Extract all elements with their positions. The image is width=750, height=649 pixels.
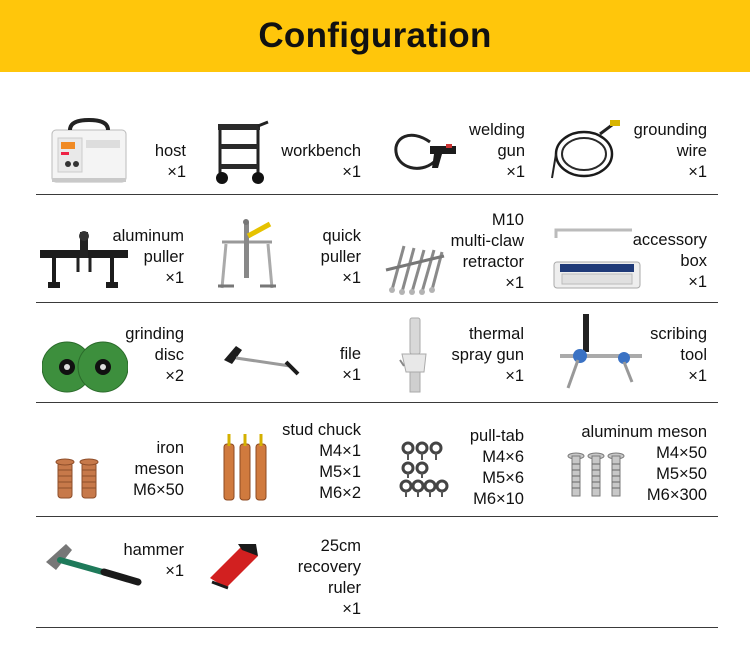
scribing-tool-icon [556, 312, 646, 396]
row-divider [36, 402, 718, 403]
item-label-multi-claw-retractor: M10 multi-claw retractor ×1 [450, 211, 524, 292]
welder-host-icon [48, 118, 130, 186]
item-label-grounding-wire: grounding wire ×1 [633, 121, 707, 181]
item-label-aluminum-meson: aluminum meson M4×50 M5×50 M6×300 [581, 423, 707, 504]
accessory-box-icon [552, 226, 642, 292]
page-title: Configuration [258, 16, 492, 55]
item-label-file: file ×1 [339, 345, 361, 384]
item-label-workbench: workbench ×1 [281, 142, 361, 181]
pull-tab-icon [398, 440, 450, 498]
multi-claw-retractor-icon [384, 232, 446, 296]
welding-gun-icon [390, 124, 464, 180]
thermal-spray-gun-icon [396, 316, 432, 396]
row-divider [36, 627, 718, 628]
iron-meson-icon [52, 456, 106, 502]
item-label-iron-meson: iron meson M6×50 [133, 439, 184, 499]
aluminum-meson-icon [566, 450, 628, 500]
file-icon [220, 340, 300, 380]
item-label-quick-puller: quick puller ×1 [320, 227, 361, 287]
item-label-recovery-ruler: 25cm recovery ruler ×1 [297, 537, 361, 618]
item-label-thermal-spray-gun: thermal spray gun ×1 [451, 325, 524, 385]
aluminum-puller-icon [38, 228, 130, 296]
item-label-grinding-disc: grinding disc ×2 [125, 325, 184, 385]
recovery-ruler-icon [206, 540, 262, 590]
hammer-icon [44, 540, 144, 594]
grounding-wire-icon [550, 118, 622, 186]
workbench-cart-icon [212, 120, 274, 186]
row-divider [36, 302, 718, 303]
stud-chuck-icon [220, 432, 270, 504]
row-divider [36, 194, 718, 195]
item-label-welding-gun: welding gun ×1 [469, 121, 525, 181]
item-label-scribing-tool: scribing tool ×1 [650, 325, 707, 385]
item-label-host: host ×1 [154, 142, 186, 181]
item-label-pull-tab: pull-tab M4×6 M5×6 M6×10 [469, 427, 524, 508]
item-label-accessory-box: accessory box ×1 [632, 231, 707, 291]
grinding-disc-icon [42, 340, 128, 394]
item-label-stud-chuck: stud chuck M4×1 M5×1 M6×2 [282, 421, 361, 502]
header-banner: Configuration [0, 0, 750, 72]
item-label-hammer: hammer ×1 [123, 541, 184, 580]
row-divider [36, 516, 718, 517]
item-label-aluminum-puller: aluminum puller ×1 [112, 227, 184, 287]
quick-puller-icon [214, 218, 280, 292]
